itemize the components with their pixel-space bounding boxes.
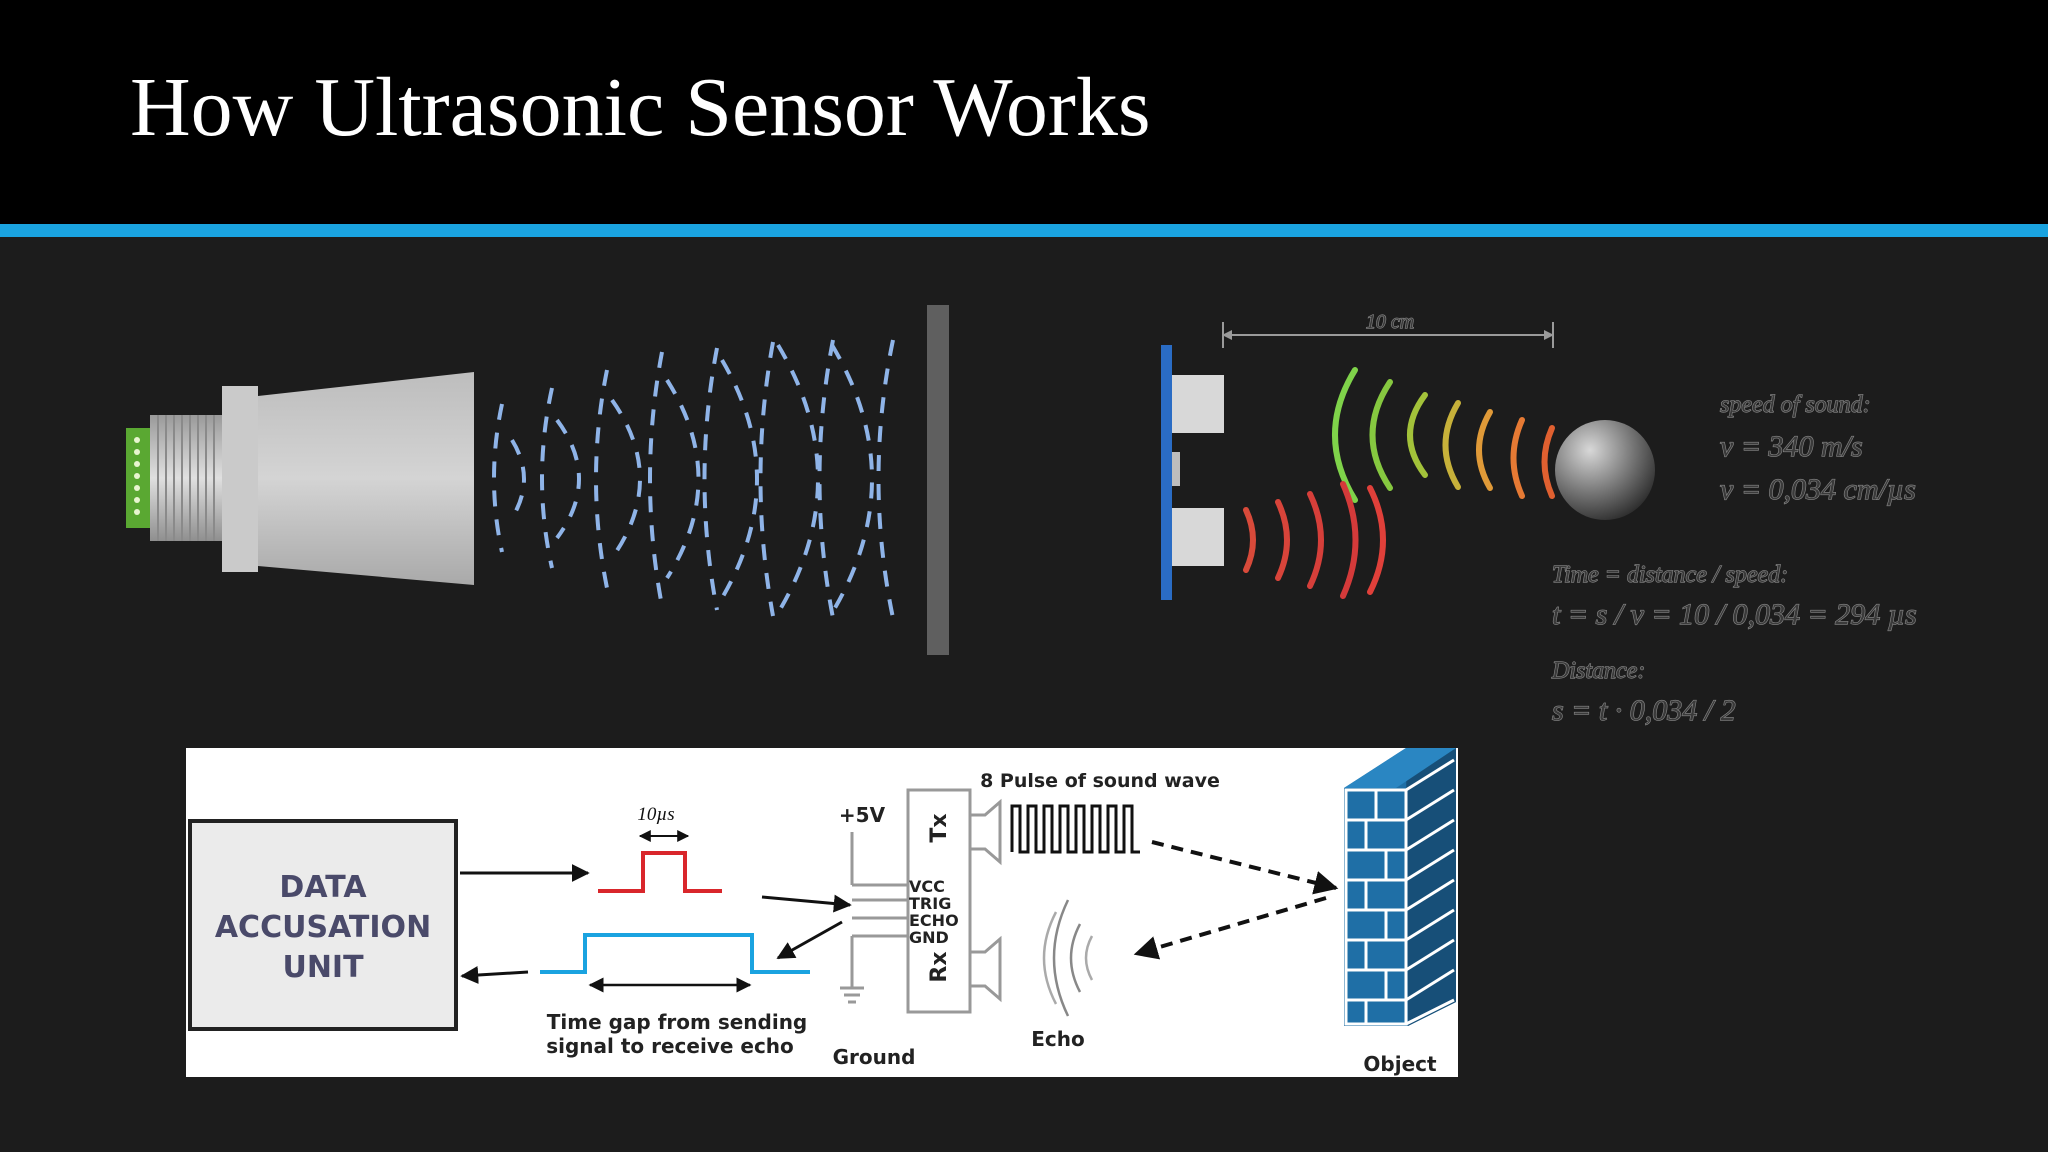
burst-label: 8 Pulse of sound wave: [980, 770, 1220, 792]
pin-arrow-in: [761, 894, 852, 913]
crystal: [1172, 452, 1180, 486]
speed-ms: v = 340 m/s: [1720, 430, 1863, 463]
pulse-width-label: 10µs: [637, 804, 674, 825]
outgoing-path-arrow: [1151, 840, 1339, 895]
pin-arrow-out: [776, 920, 843, 960]
echo-waves: [1243, 481, 1386, 599]
threaded-body: [150, 415, 225, 541]
return-path-arrow: [1133, 896, 1327, 960]
transmitter-speaker: [968, 798, 1002, 866]
receiver-speaker: [968, 935, 1002, 1003]
accent-rule: [0, 224, 2048, 237]
receiver-can: [1172, 508, 1224, 566]
supply-label: +5V: [839, 803, 886, 827]
sensor-board: [1161, 345, 1172, 600]
sound-burst: [1010, 804, 1140, 854]
transmitter-can: [1172, 375, 1224, 433]
time-heading: Time = distance / speed:: [1552, 562, 1788, 588]
emitted-sound-waves: [510, 343, 874, 615]
speed-cmus: v = 0,034 cm/µs: [1720, 473, 1916, 506]
object-label: Object: [1363, 1052, 1437, 1076]
echo-label: Echo: [1031, 1027, 1085, 1051]
horn-cone: [258, 372, 474, 585]
timing-diagram-panel: DATA ACCUSATION UNIT 10µs Time gap from …: [186, 748, 1458, 1077]
rx-label: Rx: [927, 951, 952, 982]
speed-heading: speed of sound:: [1720, 392, 1871, 418]
title-bar: [0, 0, 2048, 224]
reflected-sound-waves: [492, 339, 895, 619]
distance-heading: Distance:: [1551, 658, 1645, 684]
pin-echo: ECHO: [909, 911, 959, 930]
tx-label: Tx: [927, 813, 952, 842]
gap-label-line2: signal to receive echo: [546, 1034, 794, 1058]
sensor-leads: [840, 832, 908, 1004]
slide-title: How Ultrasonic Sensor Works: [130, 61, 1151, 154]
pin-vcc: VCC: [909, 877, 945, 896]
return-arrow: [460, 966, 529, 985]
trigger-pulse: [598, 851, 722, 893]
echo-signal: [540, 933, 810, 974]
outgoing-waves: [1332, 367, 1555, 503]
unit-label-line3: UNIT: [282, 950, 364, 985]
time-formula: t = s / v = 10 / 0,034 = 294 µs: [1552, 598, 1917, 631]
connector-pins: [134, 437, 140, 515]
pin-gnd: GND: [909, 928, 949, 947]
distance-label: 10 cm: [1366, 311, 1414, 333]
hcsr04-measurement-illustration: 10 cm speed of sound: v = 340 m/s v =: [1161, 310, 1917, 728]
unit-label-line1: DATA: [279, 870, 367, 905]
pin-trig: TRIG: [909, 894, 951, 913]
gap-label-line1: Time gap from sending: [547, 1010, 808, 1034]
object-brick-wall: [1344, 748, 1456, 1026]
distance-formula: s = t · 0,034 / 2: [1552, 694, 1736, 727]
sensor-module-outline: [906, 788, 972, 1014]
ground-label: Ground: [833, 1045, 916, 1069]
data-unit-box: [188, 819, 458, 1031]
unit-label-line2: ACCUSATION: [215, 910, 431, 945]
reflector-wall: [927, 305, 949, 655]
target-ball: [1555, 420, 1655, 520]
horn-transducer-illustration: [126, 305, 949, 655]
mount-nut: [222, 386, 258, 572]
echo-arcs: [1042, 899, 1094, 1017]
